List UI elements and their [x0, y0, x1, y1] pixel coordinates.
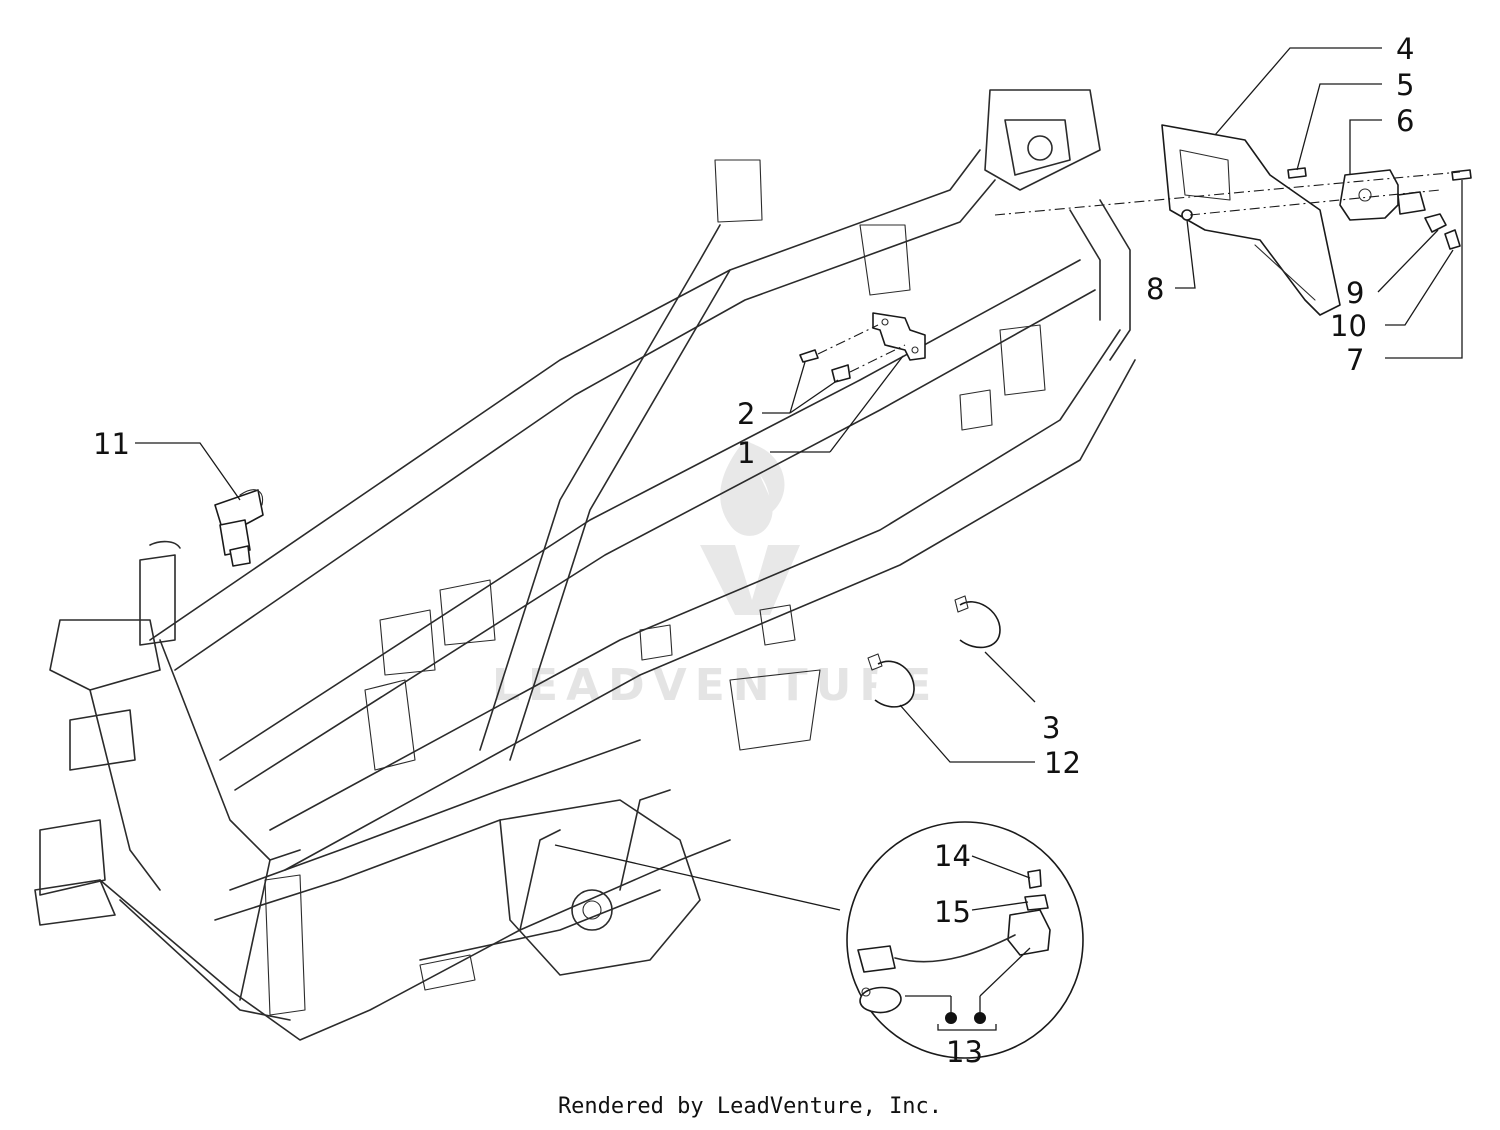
- callouts: 1 2 3 4 5 6 7 8 9 10 11 12 13 14 15: [93, 32, 1414, 1069]
- callout-1: 1: [737, 436, 755, 470]
- detail-bubble: [554, 821, 1084, 1059]
- alignment-lines: [994, 171, 1461, 216]
- callout-7: 7: [1346, 343, 1364, 377]
- connector: [857, 945, 896, 973]
- callout-12: 12: [1044, 746, 1081, 780]
- callout-8: 8: [1146, 272, 1164, 306]
- v-mark-icon: [700, 545, 800, 615]
- callout-13: 13: [946, 1035, 983, 1069]
- part-7-screw: [1451, 169, 1472, 181]
- part-14-screw: [1027, 869, 1042, 889]
- relay-box: [1007, 909, 1051, 956]
- part-9-pin: [1424, 213, 1447, 233]
- watermark-logo: LEADVENTURE: [492, 440, 939, 711]
- callout-9: 9: [1346, 276, 1364, 310]
- part-3-clamp: [954, 595, 1001, 649]
- key-fob-icon: [859, 986, 902, 1014]
- flame-icon: [720, 440, 785, 536]
- part-10-spring: [1444, 229, 1461, 250]
- callout-11: 11: [93, 427, 130, 461]
- scooter-frame: [34, 89, 1136, 1041]
- footer-credit: Rendered by LeadVenture, Inc.: [557, 1094, 943, 1119]
- callout-3: 3: [1042, 711, 1060, 745]
- part-6-lock: [1339, 169, 1426, 221]
- part-15-bracket: [1024, 894, 1049, 911]
- leader-lines: [135, 47, 1463, 911]
- callout-2: 2: [737, 397, 755, 431]
- bullet-dot-2: [974, 1012, 986, 1024]
- callout-4: 4: [1396, 32, 1414, 66]
- callout-14: 14: [934, 839, 971, 873]
- part-11-lock-cylinder: [214, 489, 264, 567]
- callout-6: 6: [1396, 104, 1414, 138]
- watermark-text: LEADVENTURE: [492, 660, 939, 711]
- callout-5: 5: [1396, 68, 1414, 102]
- part-1-bracket: [872, 312, 926, 361]
- bullet-dot-1: [945, 1012, 957, 1024]
- part-12-clamp: [867, 653, 915, 708]
- callout-15: 15: [934, 895, 971, 929]
- part-5-screw: [1287, 167, 1307, 179]
- part-2-screws: [799, 324, 906, 383]
- part-4-plate: [1161, 124, 1341, 316]
- callout-10: 10: [1330, 309, 1367, 343]
